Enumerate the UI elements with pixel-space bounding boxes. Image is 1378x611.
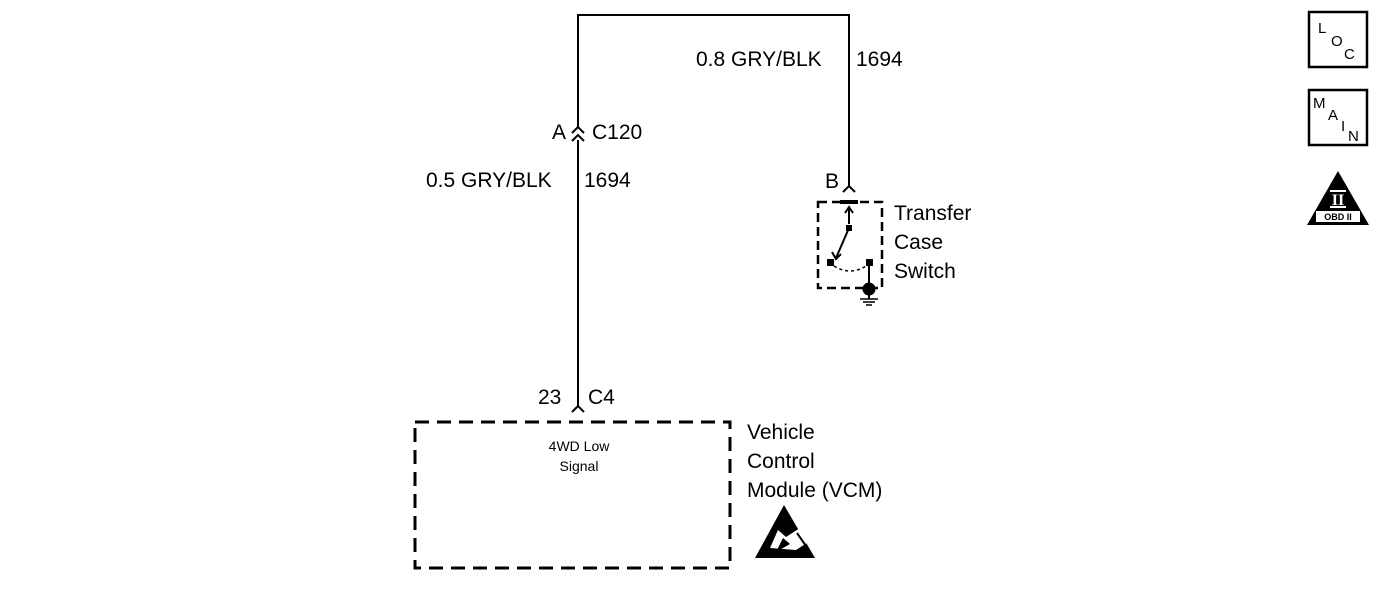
obd-symbol: II (1332, 192, 1344, 209)
vcm-name-line2: Control (747, 450, 815, 473)
wire-circuit-1694-upper (577, 14, 850, 186)
vcm-signal-line2: Signal (560, 458, 599, 474)
switch-pin-label: B (825, 170, 839, 193)
vcm-signal-line1: 4WD Low (549, 438, 611, 454)
svg-text:O: O (1331, 33, 1343, 50)
obd-text: OBD II (1324, 212, 1352, 222)
connector-b-symbol (842, 184, 856, 193)
esd-warning-icon (755, 505, 815, 558)
vcm-name-line1: Vehicle (747, 421, 815, 444)
c120-connector-label: C120 (592, 121, 642, 144)
loc-button[interactable]: L O C (1307, 10, 1369, 69)
svg-text:I: I (1341, 118, 1345, 135)
switch-name-line1: Transfer (894, 202, 971, 225)
connector-c120-symbol (571, 125, 585, 142)
lower-wire-label: 0.5 GRY/BLK (426, 169, 552, 192)
obd-ii-button[interactable]: II OBD II (1307, 171, 1369, 225)
c120-pin-label: A (552, 121, 566, 144)
vcm-name-line3: Module (VCM) (747, 479, 882, 502)
ground-icon (862, 282, 876, 296)
main-button[interactable]: M A I N (1307, 88, 1369, 147)
vcm-pin-label: 23 (538, 386, 561, 409)
upper-wire-label: 0.8 GRY/BLK (696, 48, 822, 71)
svg-text:M: M (1313, 95, 1326, 112)
svg-text:A: A (1328, 107, 1338, 124)
connector-c4-symbol (571, 404, 585, 413)
svg-text:C: C (1344, 46, 1355, 63)
vcm-connector-label: C4 (588, 386, 615, 409)
svg-text:N: N (1348, 128, 1359, 145)
lower-wire-circuit: 1694 (584, 169, 631, 192)
transfer-case-switch (816, 200, 884, 306)
switch-name-line3: Switch (894, 260, 956, 283)
upper-wire-circuit: 1694 (856, 48, 903, 71)
switch-name-line2: Case (894, 231, 943, 254)
svg-text:L: L (1318, 20, 1326, 37)
vcm-module-box (413, 420, 732, 570)
